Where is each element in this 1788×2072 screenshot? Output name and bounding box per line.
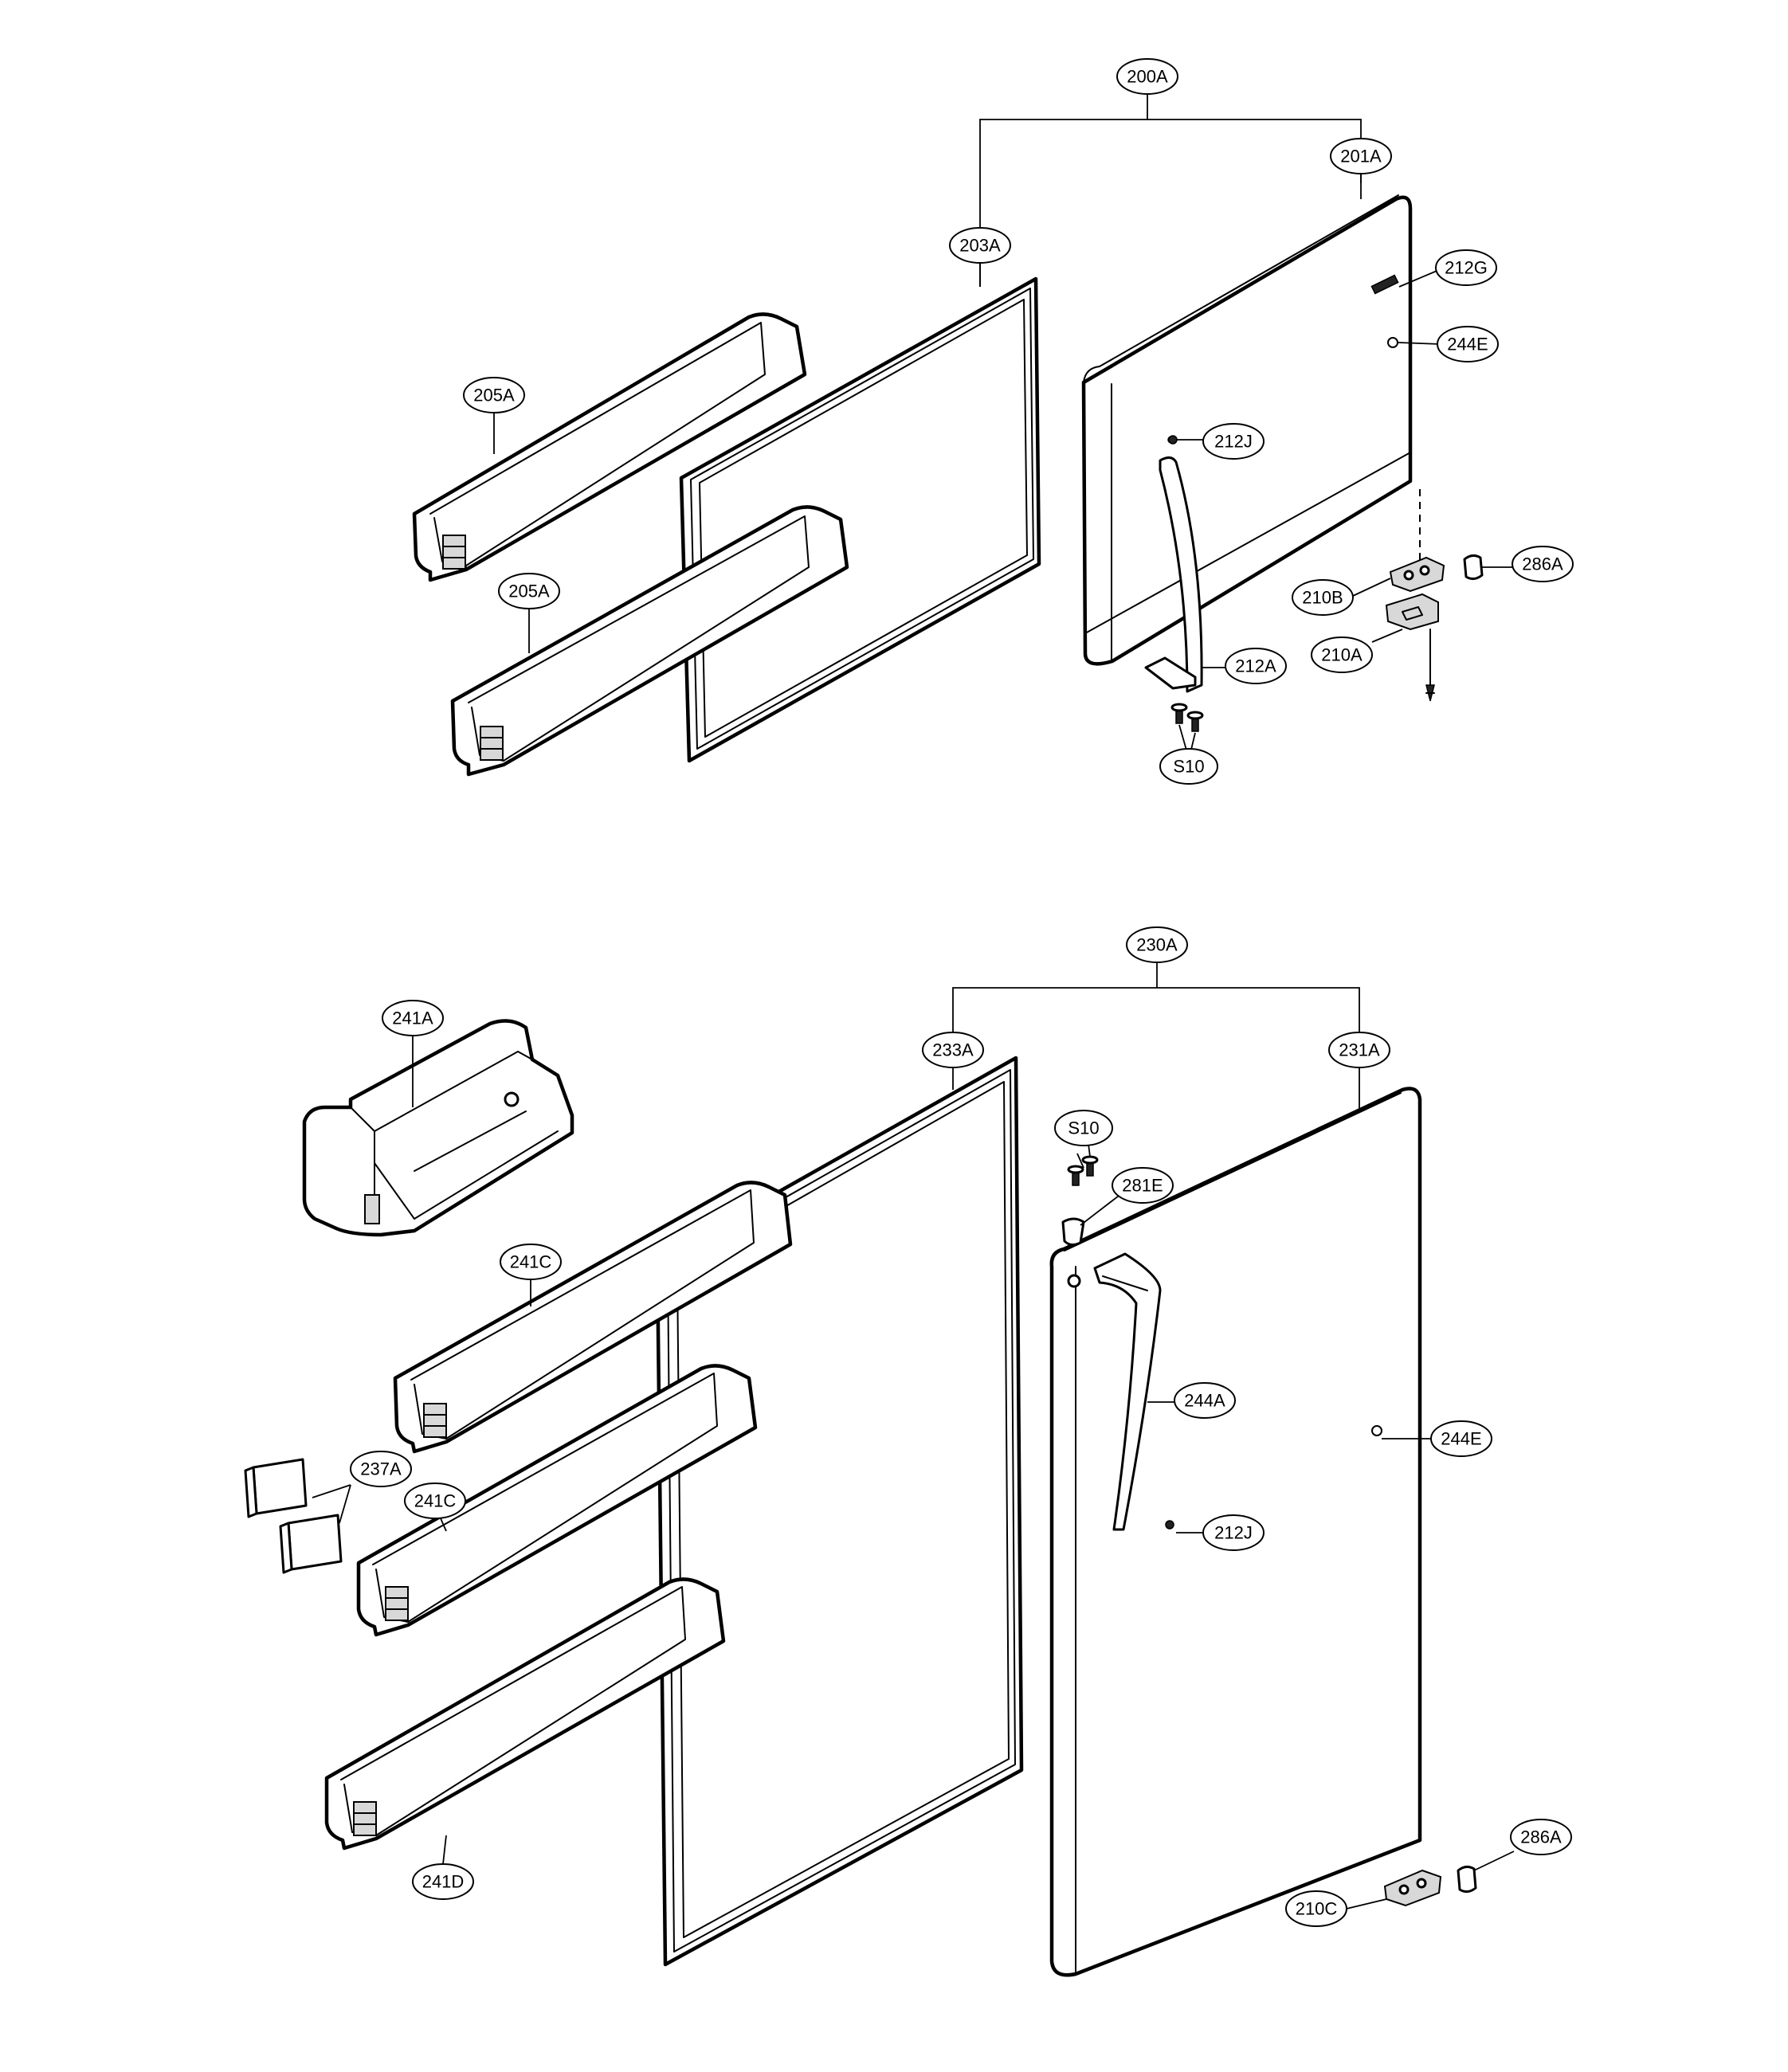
assembly-bracket-230a <box>952 961 1360 1036</box>
callout-205a-bottom-text: 205A <box>508 582 550 601</box>
callout-281e-text: 281E <box>1122 1176 1163 1196</box>
upper-hinges <box>1352 556 1445 702</box>
callout-212a-text: 212A <box>1235 656 1276 676</box>
lower-dividers-237a <box>244 1458 351 1574</box>
callout-244e-lower-text: 244E <box>1441 1429 1481 1449</box>
callout-212j-upper-text: 212J <box>1214 432 1253 452</box>
callout-212a: 212A <box>1225 648 1287 684</box>
callout-241c-1: 241C <box>500 1244 562 1280</box>
callout-241a: 241A <box>382 1000 444 1036</box>
callout-231a: 231A <box>1328 1032 1390 1068</box>
callout-286a-lower-text: 286A <box>1520 1827 1562 1847</box>
callout-205a-top-text: 205A <box>473 386 515 405</box>
callout-237a: 237A <box>350 1451 412 1487</box>
lower-door-basket-1 <box>393 1181 793 1454</box>
callout-244e-upper-text: 244E <box>1447 335 1488 354</box>
callout-210b-text: 210B <box>1302 588 1343 608</box>
lower-door-assembly: 230A 241A 233A 231A S10 281E 241C 244A 2… <box>244 926 1572 1977</box>
callout-244a: 244A <box>1174 1382 1236 1419</box>
callout-203a: 203A <box>949 227 1011 264</box>
lower-door-basket-2 <box>356 1364 758 1637</box>
callout-s10-upper-text: S10 <box>1173 757 1204 777</box>
callout-241d-text: 241D <box>422 1872 465 1892</box>
upper-door-assembly: 200A 201A 203A 212G 244E 205A 212J 205A … <box>412 58 1574 785</box>
lower-pin-286a <box>1457 1851 1515 1894</box>
callout-241a-text: 241A <box>392 1009 433 1028</box>
callout-212j-lower-text: 212J <box>1214 1523 1253 1543</box>
upper-door-gasket <box>679 276 1041 763</box>
lower-pin-281e <box>1061 1193 1123 1288</box>
lower-hinge-210c <box>1346 1869 1442 1909</box>
callout-210c: 210C <box>1285 1890 1347 1927</box>
callout-241d: 241D <box>412 1863 474 1900</box>
callout-200a-text: 200A <box>1127 67 1168 87</box>
callout-286a-lower: 286A <box>1510 1819 1572 1855</box>
upper-door-basket-top <box>412 312 807 582</box>
lower-door-basket-3 <box>324 1577 726 1865</box>
callout-212g: 212G <box>1435 249 1497 286</box>
callout-210a-text: 210A <box>1321 645 1363 665</box>
callout-244e-lower: 244E <box>1430 1420 1492 1457</box>
upper-door-basket-bottom <box>450 505 849 777</box>
callout-212j-lower: 212J <box>1202 1514 1265 1551</box>
callout-201a-text: 201A <box>1340 147 1382 166</box>
callout-s10-upper: S10 <box>1159 748 1218 785</box>
callout-210c-text: 210C <box>1296 1899 1338 1919</box>
upper-screws-s10 <box>1170 703 1204 754</box>
upper-screw-212j <box>1168 435 1205 445</box>
callout-203a-text: 203A <box>959 236 1001 256</box>
callout-200a: 200A <box>1116 58 1178 95</box>
callout-241c-1-text: 241C <box>510 1252 552 1272</box>
callout-233a: 233A <box>922 1032 984 1068</box>
callout-230a-text: 230A <box>1136 935 1178 955</box>
callout-s10-lower-text: S10 <box>1068 1118 1099 1138</box>
callout-205a-top: 205A <box>463 377 525 413</box>
callout-212g-text: 212G <box>1445 258 1488 278</box>
callout-212j-upper: 212J <box>1202 423 1265 460</box>
upper-door-handle <box>1144 456 1227 693</box>
callout-201a: 201A <box>1330 138 1392 174</box>
callout-231a-text: 231A <box>1339 1040 1380 1060</box>
callout-241c-2: 241C <box>404 1483 466 1519</box>
callout-s10-lower: S10 <box>1054 1110 1113 1146</box>
upper-pin-286a <box>1463 554 1514 581</box>
callout-241c-2-text: 241C <box>414 1491 457 1511</box>
lower-screws-s10 <box>1067 1143 1099 1186</box>
callout-210a: 210A <box>1311 636 1373 673</box>
callout-237a-text: 237A <box>360 1459 402 1479</box>
lower-dairy-basket <box>302 1019 574 1237</box>
callout-281e: 281E <box>1112 1167 1174 1204</box>
lower-door-gasket <box>655 1056 1024 1967</box>
callout-205a-bottom: 205A <box>498 573 560 609</box>
callout-286a-upper-text: 286A <box>1522 554 1563 574</box>
callout-244a-text: 244A <box>1184 1391 1225 1411</box>
callout-230a: 230A <box>1126 926 1188 963</box>
lower-door-handle <box>1093 1252 1176 1531</box>
callout-233a-text: 233A <box>932 1040 974 1060</box>
callout-286a-upper: 286A <box>1512 546 1574 582</box>
callout-244e-upper: 244E <box>1437 326 1499 362</box>
callout-210b: 210B <box>1292 579 1354 616</box>
